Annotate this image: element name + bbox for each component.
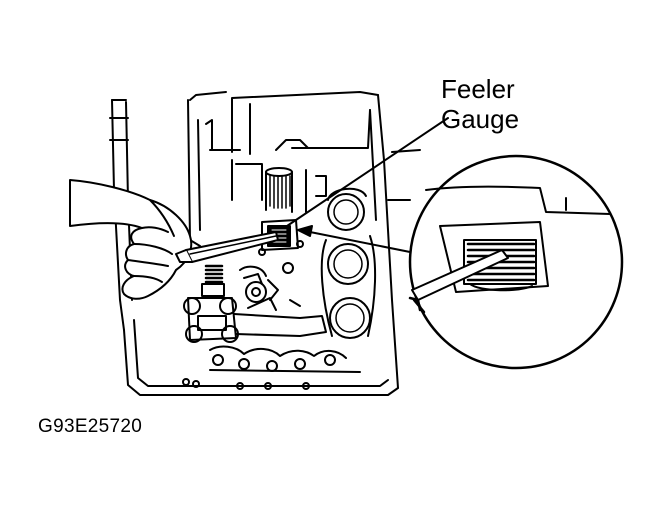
figure-id: G93E25720 <box>38 416 143 437</box>
feeler-gauge-label: Feeler Gauge <box>441 74 519 134</box>
detail-pointer-arrow <box>297 225 411 253</box>
feeler-gauge-label-line2: Gauge <box>441 104 520 134</box>
transmission-case-outline <box>109 91 421 396</box>
feeler-gauge-blade <box>175 231 279 263</box>
valve-assembly <box>182 264 361 390</box>
feeler-gauge-label-line1: Feeler <box>441 74 515 104</box>
callout-leader-line <box>283 117 449 229</box>
detail-magnifier-circle <box>408 154 624 370</box>
hand-illustration <box>69 179 193 300</box>
shaft-component <box>265 167 327 213</box>
